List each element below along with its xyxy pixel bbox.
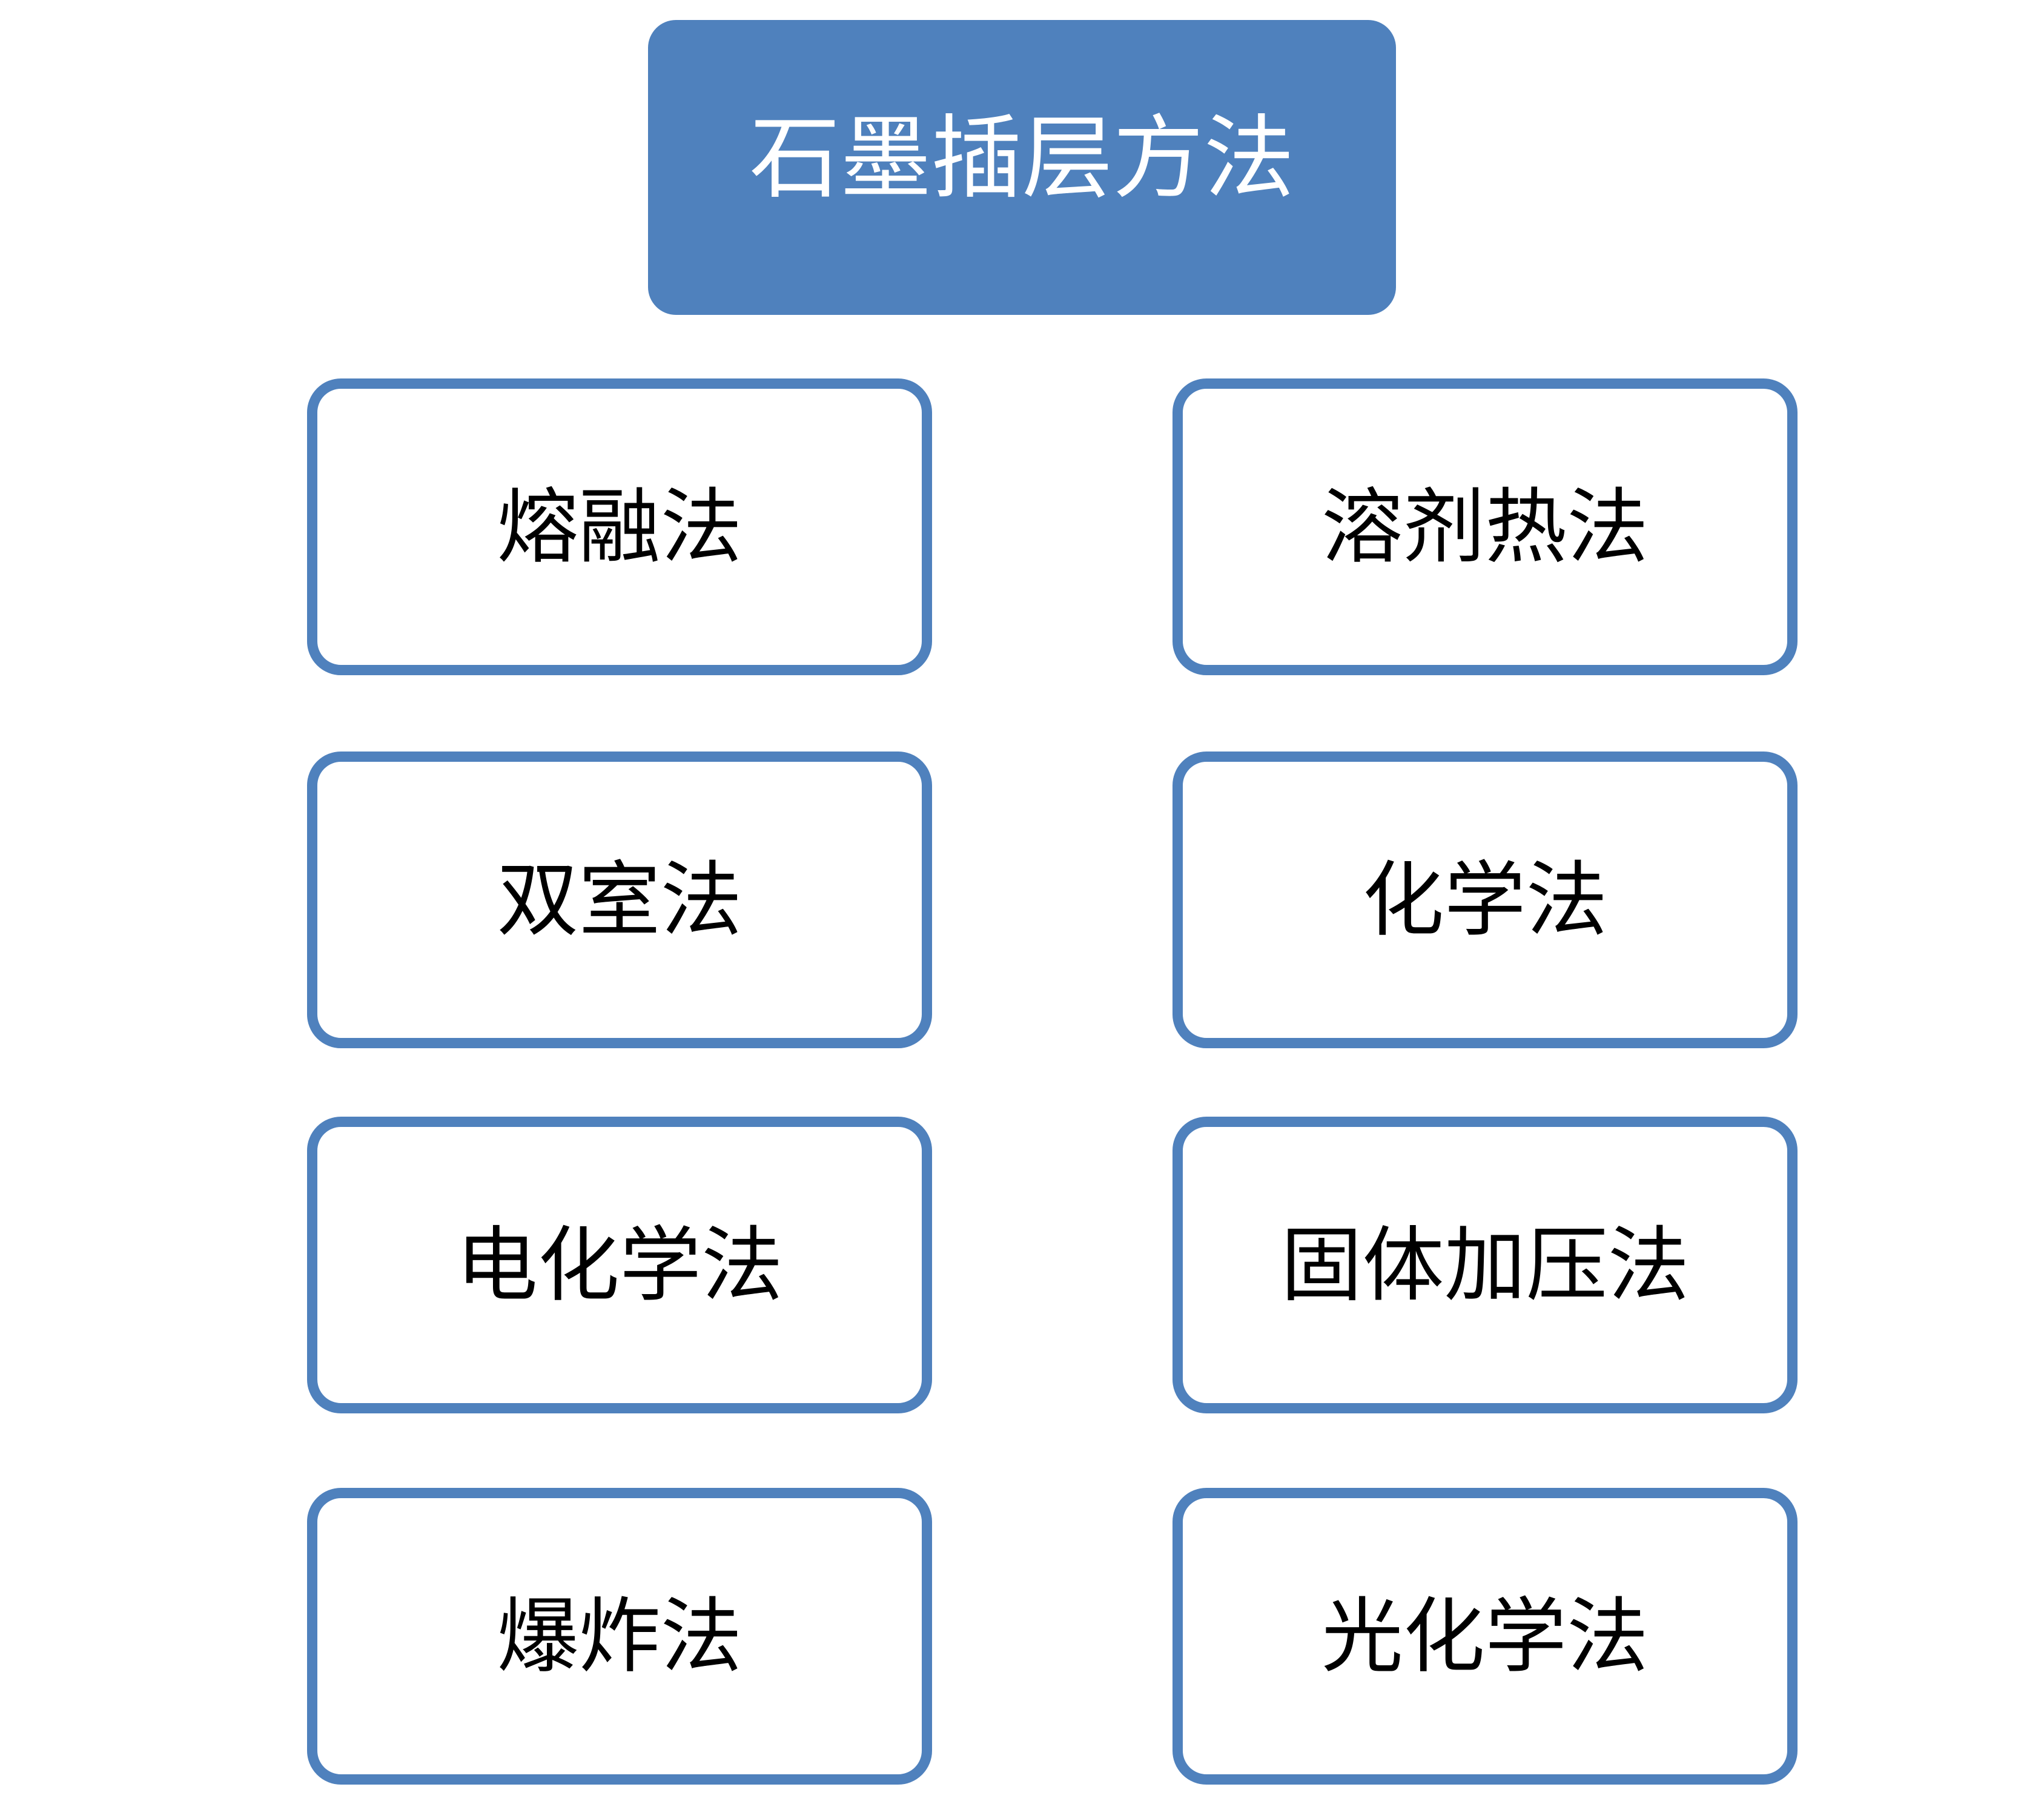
method-node-chemical: 化学法 [1172,752,1798,1048]
node-label: 电化学法 [456,1217,783,1313]
diagram-title: 石墨插层方法 [749,105,1295,211]
node-label: 溶剂热法 [1321,479,1649,575]
node-label: 熔融法 [497,479,743,575]
method-node-solvothermal: 溶剂热法 [1172,378,1798,675]
method-node-explosion: 爆炸法 [307,1488,932,1785]
method-node-two-chamber: 双室法 [307,752,932,1048]
method-node-melting: 熔融法 [307,378,932,675]
node-label: 双室法 [497,852,743,948]
method-node-solid-pressure: 固体加压法 [1172,1117,1798,1413]
method-node-photochemical: 光化学法 [1172,1488,1798,1785]
node-label: 化学法 [1362,852,1608,948]
node-label: 爆炸法 [497,1588,743,1684]
node-label: 光化学法 [1321,1588,1649,1684]
title-box: 石墨插层方法 [648,20,1396,315]
method-node-electrochemical: 电化学法 [307,1117,932,1413]
node-label: 固体加压法 [1280,1217,1690,1313]
